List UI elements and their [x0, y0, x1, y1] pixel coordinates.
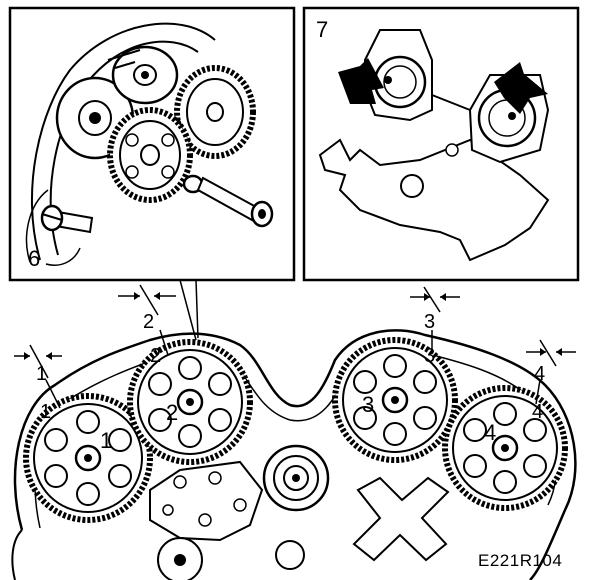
label-2-outer: 2 — [143, 311, 154, 333]
label-3-belt: 3 — [424, 345, 435, 367]
label-3-center: 3 — [362, 392, 374, 417]
left-inset-panel: 6 — [8, 6, 296, 282]
label-1-outer: 1 — [36, 363, 47, 385]
engine-front-view — [11, 329, 577, 580]
label-4-outer: 4 — [534, 363, 545, 385]
label-1-center: 1 — [100, 428, 112, 453]
label-2-center: 2 — [166, 400, 178, 425]
timing-belt — [13, 329, 577, 580]
alignment-mark-1 — [14, 344, 62, 409]
long-bolt — [196, 176, 274, 228]
figure-code: E221R104 — [478, 551, 562, 570]
alignment-mark-4 — [526, 339, 576, 405]
alignment-mark-2 — [118, 284, 176, 356]
alignment-mark-3 — [410, 286, 460, 352]
gear-back — [174, 65, 256, 159]
gear-front — [107, 107, 193, 203]
label-4-center: 4 — [484, 420, 496, 445]
center-tensioner — [262, 444, 330, 512]
label-2-belt: 2 — [150, 345, 161, 367]
sprocket-4 — [442, 385, 568, 511]
callout-7: 7 — [316, 17, 328, 42]
tensioner-bracket — [149, 460, 264, 542]
arrow-right — [494, 62, 548, 114]
label-1-belt: 1 — [40, 401, 51, 423]
sprocket-3 — [332, 337, 458, 463]
sprocket-1 — [23, 393, 153, 523]
right-inset-panel: 7 — [302, 6, 580, 282]
bolt-6 — [25, 189, 94, 266]
label-4-belt: 4 — [532, 401, 543, 423]
x-casting — [352, 476, 450, 562]
callout-6: 6 — [28, 246, 40, 271]
sprocket-2 — [127, 339, 253, 465]
arrow-left — [338, 58, 384, 104]
label-3-outer: 3 — [424, 311, 435, 333]
